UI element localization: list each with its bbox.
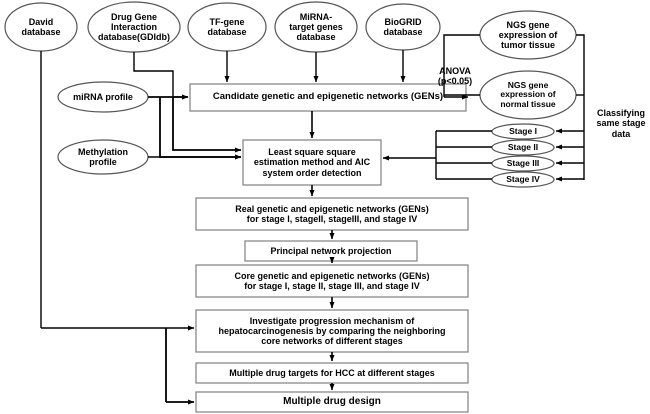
node-ellipse-stage3 [491,155,555,172]
node-ellipse-gdidb [87,1,181,53]
node-box-lsq [242,139,382,186]
edge-ngstumor-elbow [443,34,480,97]
node-ellipse-biogrid [365,3,441,51]
node-ellipse-mirna_prof [57,81,149,113]
node-boxes [189,83,469,413]
node-ellipse-mirna_target [274,1,358,53]
node-box-real_gens [195,197,469,231]
node-ellipse-stage1 [491,123,555,140]
edge-gdidb-elbow [133,52,174,97]
node-ellipse-ngs_tumor [479,10,577,60]
node-box-targets [195,362,469,384]
node-box-design [195,391,469,413]
node-ellipses [4,1,577,188]
node-ellipse-tfgene [187,2,267,52]
edge-ngs-right-bus [576,34,585,180]
annotation-classifying: Classifying same stage data [596,108,646,139]
node-box-pnp [244,240,418,262]
node-ellipse-david [4,2,78,52]
node-ellipse-methyl_prof [57,139,149,175]
node-ellipse-stage2 [491,139,555,156]
node-box-candidate [189,83,467,112]
annotation-anova: ANOVA (p<0.05) [437,66,473,87]
node-box-core_gens [195,264,469,298]
node-box-investigate [195,309,469,353]
node-ellipse-stage4 [491,171,555,188]
edge-layer [40,34,585,405]
edge-gdidb-to-lsq [172,97,242,153]
node-ellipse-ngs_normal [479,70,577,120]
